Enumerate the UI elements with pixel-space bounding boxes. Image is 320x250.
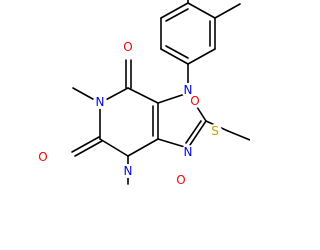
bond-c2-o2 — [71, 136, 100, 153]
bond-ar3-ar4-inner — [165, 8, 189, 22]
sulfur-atom-label: S — [211, 124, 219, 138]
atom-bg-n9 — [181, 145, 195, 159]
oxygen-atom-label: O — [123, 40, 132, 54]
bond-c2-o2-double — [74, 140, 103, 157]
bond-ar5-ar6-inner — [165, 45, 189, 59]
bond-c4-n3 — [127, 138, 159, 157]
bond-c6-c5 — [127, 87, 159, 104]
nitrogen-atom-label: N — [184, 83, 193, 97]
atom-bg-ocarbonyl — [188, 94, 202, 108]
atom-bg-n7 — [181, 83, 195, 97]
nitrogen-atom-label: N — [124, 164, 133, 178]
oxygen-atom-label: O — [176, 173, 185, 187]
atom-bg-n1 — [93, 95, 107, 109]
bonds — [71, 0, 250, 185]
atom-bg-o2 — [36, 150, 50, 164]
nitrogen-atom-label: N — [96, 95, 105, 109]
atom-bg-oester — [174, 173, 188, 187]
bond-ar3-ar4 — [160, 2, 189, 19]
bond-ch2-aryl — [187, 48, 216, 65]
oxygen-atom-label: O — [38, 150, 47, 164]
bond-ar4-methyl — [214, 3, 241, 19]
bond-s-ch2 — [227, 130, 250, 141]
bond-ar5-ar6 — [160, 48, 189, 65]
bond-c8-n9 — [187, 120, 207, 149]
atom-bg-o6 — [121, 40, 135, 54]
atom-bg-s — [208, 124, 222, 138]
bond-ar2-ar3 — [187, 2, 216, 19]
oxygen-atom-label: O — [190, 94, 199, 108]
bond-n9-c4 — [157, 138, 189, 149]
bond-n3-c2 — [99, 138, 129, 157]
bond-c8-n9-double — [185, 120, 202, 144]
atom-bg-n3 — [121, 164, 135, 178]
nitrogen-atom-label: N — [184, 145, 193, 159]
